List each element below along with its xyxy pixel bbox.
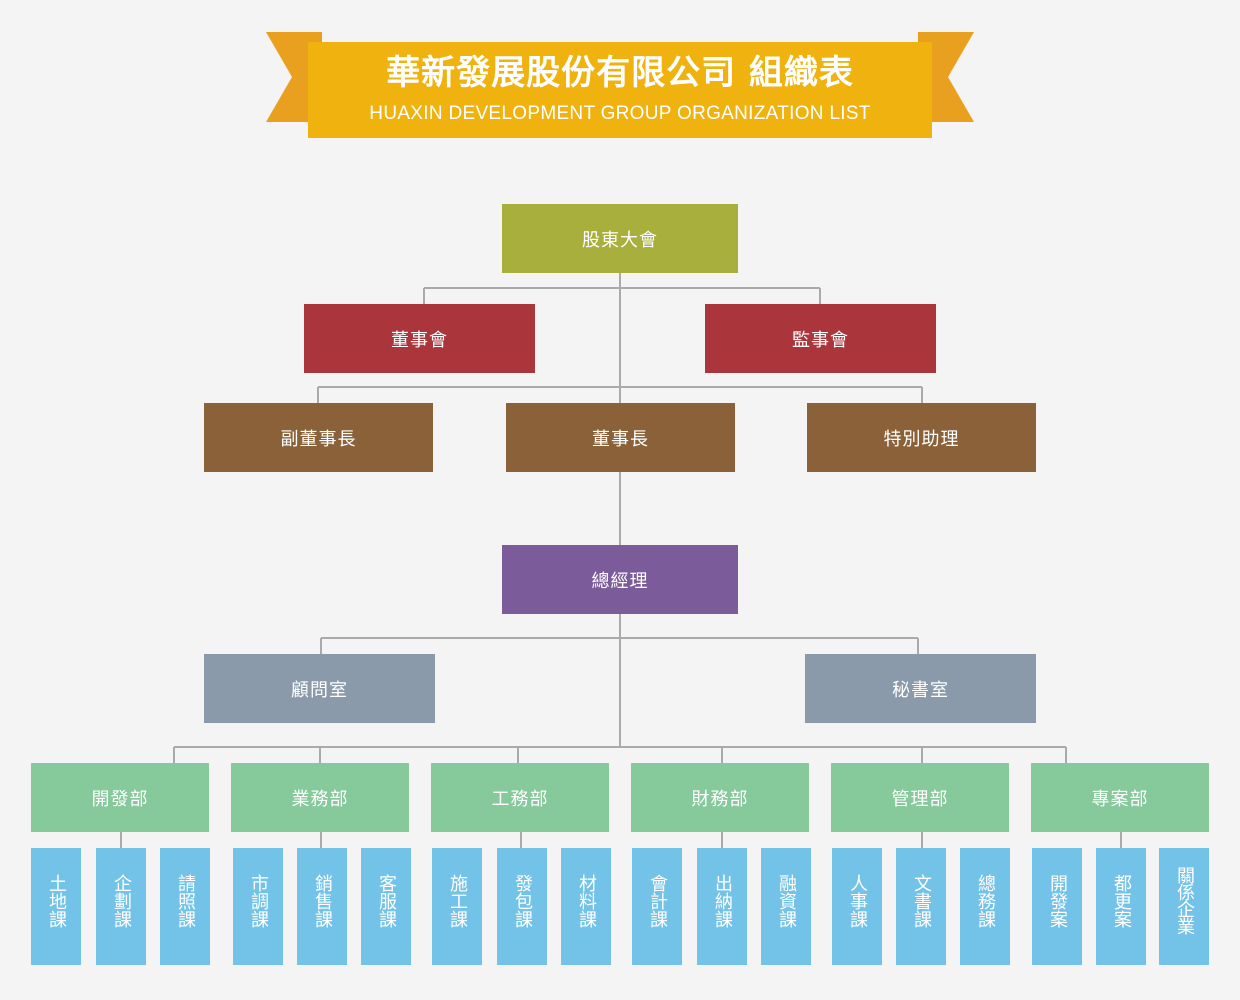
dept-finance: 財務部 <box>631 763 809 832</box>
section-personnel: 人事課 <box>832 848 882 965</box>
dept-label: 工務部 <box>491 788 549 810</box>
chart-subtitle: HUAXIN DEVELOPMENT GROUP ORGANIZATION LI… <box>369 103 871 124</box>
section-financing: 融資課 <box>761 848 811 965</box>
dept-engineering: 工務部 <box>431 763 609 832</box>
dept-label: 財務部 <box>691 788 749 810</box>
section-cashier: 出納課 <box>697 848 747 965</box>
node-label: 特別助理 <box>883 428 960 450</box>
dept-label: 管理部 <box>891 788 949 810</box>
section-customer-service: 客服課 <box>361 848 411 965</box>
section-label: 都更案 <box>1111 874 1132 928</box>
chart-title: 華新發展股份有限公司 組織表 <box>386 53 854 93</box>
section-documents: 文書課 <box>896 848 946 965</box>
section-label: 關係企業 <box>1174 866 1195 934</box>
node-secretariat: 秘書室 <box>805 654 1036 723</box>
node-special-assistant: 特別助理 <box>807 403 1036 472</box>
section-land: 土地課 <box>31 848 81 965</box>
section-label: 請照課 <box>175 874 196 928</box>
node-label: 副董事長 <box>280 428 357 450</box>
dept-label: 業務部 <box>291 788 349 810</box>
section-sales: 銷售課 <box>297 848 347 965</box>
banner-ribbon-icon <box>266 32 974 138</box>
section-label: 市調課 <box>248 874 269 928</box>
node-vice-chairman: 副董事長 <box>204 403 433 472</box>
node-supervisors: 監事會 <box>705 304 936 373</box>
dept-label: 專案部 <box>1091 788 1149 810</box>
node-label: 監事會 <box>792 329 849 351</box>
node-label: 顧問室 <box>291 679 348 701</box>
dept-management: 管理部 <box>831 763 1009 832</box>
node-label: 董事會 <box>391 329 448 351</box>
section-construction: 施工課 <box>432 848 482 965</box>
dept-sales: 業務部 <box>231 763 409 832</box>
node-board-of-directors: 董事會 <box>304 304 535 373</box>
section-urban-renewal: 都更案 <box>1096 848 1146 965</box>
section-permits: 請照課 <box>160 848 210 965</box>
section-label: 客服課 <box>376 874 397 928</box>
section-affiliates: 關係企業 <box>1159 848 1209 965</box>
section-label: 人事課 <box>847 874 868 928</box>
node-advisory-office: 顧問室 <box>204 654 435 723</box>
node-label: 董事長 <box>592 428 649 450</box>
section-label: 施工課 <box>447 874 468 928</box>
section-label: 材料課 <box>576 874 597 928</box>
section-accounting: 會計課 <box>632 848 682 965</box>
section-label: 開發案 <box>1047 874 1068 928</box>
section-label: 企劃課 <box>111 874 132 928</box>
dept-projects: 專案部 <box>1031 763 1209 832</box>
node-label: 秘書室 <box>892 679 949 701</box>
section-contracting: 發包課 <box>497 848 547 965</box>
dept-label: 開發部 <box>91 788 149 810</box>
node-shareholders: 股東大會 <box>502 204 738 273</box>
section-label: 總務課 <box>975 874 996 928</box>
dept-development: 開發部 <box>31 763 209 832</box>
section-general-affairs: 總務課 <box>960 848 1010 965</box>
section-label: 文書課 <box>911 874 932 928</box>
section-label: 會計課 <box>647 874 668 928</box>
section-market-research: 市調課 <box>233 848 283 965</box>
section-materials: 材料課 <box>561 848 611 965</box>
title-banner: 華新發展股份有限公司 組織表 HUAXIN DEVELOPMENT GROUP … <box>262 30 978 142</box>
node-label: 股東大會 <box>582 229 658 251</box>
section-planning: 企劃課 <box>96 848 146 965</box>
node-general-manager: 總經理 <box>502 545 738 614</box>
section-label: 發包課 <box>512 874 533 928</box>
section-label: 出納課 <box>712 874 733 928</box>
node-label: 總經理 <box>591 570 649 592</box>
section-label: 融資課 <box>776 874 797 928</box>
section-development-project: 開發案 <box>1032 848 1082 965</box>
section-label: 銷售課 <box>312 874 333 928</box>
section-label: 土地課 <box>46 874 67 928</box>
node-chairman: 董事長 <box>506 403 735 472</box>
